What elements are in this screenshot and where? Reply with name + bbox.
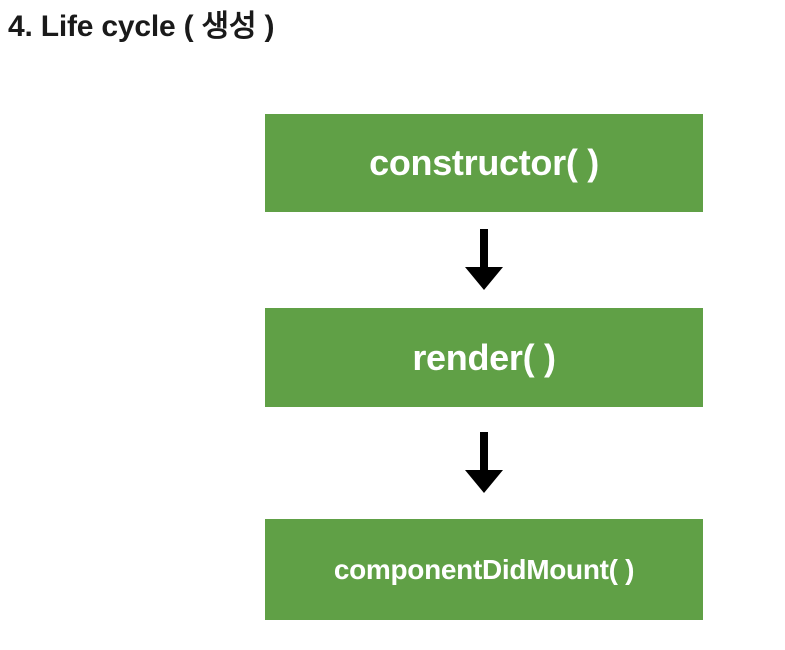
page-title: 4. Life cycle ( 생성 ) [8,10,275,43]
lifecycle-diagram: constructor( ) render( ) componentDidMou… [265,114,703,620]
arrow-down-icon [465,432,503,493]
lifecycle-step-label: constructor( ) [369,142,599,183]
connector-render-to-componentdidmount [265,407,703,519]
lifecycle-step-constructor: constructor( ) [265,114,703,212]
lifecycle-step-componentdidmount: componentDidMount( ) [265,519,703,620]
lifecycle-step-label: render( ) [412,336,556,378]
arrow-down-icon [465,229,503,290]
connector-constructor-to-render [265,212,703,308]
lifecycle-step-render: render( ) [265,308,703,407]
lifecycle-step-label: componentDidMount( ) [333,553,635,585]
